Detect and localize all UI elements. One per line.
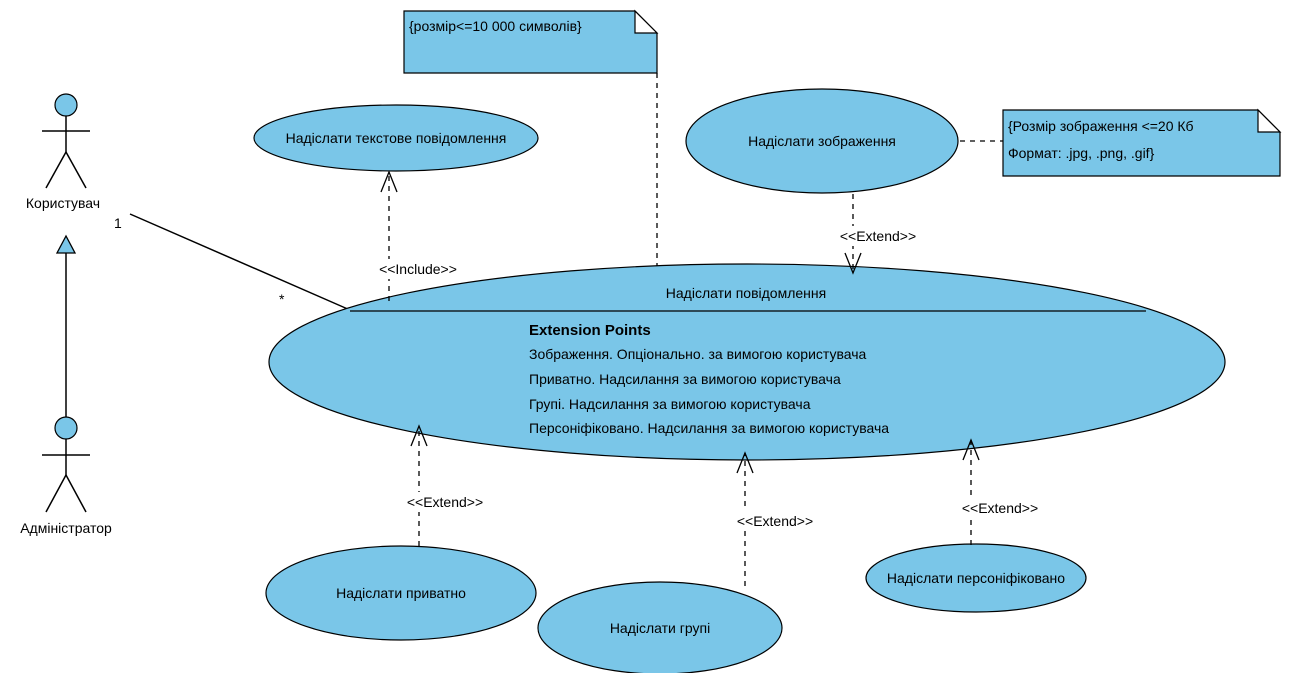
extension-point-private: Приватно. Надсилання за вимогою користув…: [529, 371, 841, 387]
usecase-send-message-shape: [268, 263, 1226, 461]
usecase-send-message-label: Надіслати повідомлення: [666, 285, 826, 301]
usecase-send-message[interactable]: Надіслати повідомлення Extension Points …: [268, 263, 1226, 461]
note-image-size-fold: [1257, 108, 1282, 133]
extension-point-image: Зображення. Опціонально. за вимогою кори…: [529, 346, 867, 362]
actor-user-label: Користувач: [26, 195, 100, 211]
usecase-send-private-shape: [265, 545, 537, 641]
actor-user-head: [54, 93, 78, 117]
extend-private-label-bg: [400, 492, 490, 512]
usecase-send-group-shape: [537, 581, 783, 673]
association-mult-usecase: *: [279, 291, 285, 307]
extend-persona-label: <<Extend>>: [962, 500, 1038, 516]
actor-admin[interactable]: Адміністратор: [20, 416, 112, 536]
generalization-triangle: [55, 234, 77, 254]
actor-admin-left-leg: [45, 474, 67, 513]
extension-point-persona: Персоніфіковано. Надсилання за вимогою к…: [529, 420, 889, 436]
note-image-size-line2: Формат: .jpg, .png, .gif}: [1008, 145, 1155, 161]
association-mult-actor: 1: [114, 215, 122, 231]
actor-admin-right-leg: [65, 474, 87, 513]
extend-image-arrowhead: [844, 252, 862, 275]
include-relation: <<Include>>: [372, 170, 464, 301]
usecase-send-persona-shape: [865, 543, 1087, 613]
extend-private-label: <<Extend>>: [407, 494, 483, 510]
usecase-send-persona-label: Надіслати персоніфіковано: [887, 570, 1065, 586]
extend-private-arrowhead: [410, 424, 428, 447]
extend-image-label-bg: [834, 226, 922, 246]
extend-persona-arrowhead: [962, 438, 980, 461]
actor-user-left-leg: [45, 151, 67, 189]
usecase-send-private-label: Надіслати приватно: [336, 585, 466, 601]
usecase-send-image-label: Надіслати зображення: [748, 133, 896, 149]
note-text-size-fold: [634, 9, 659, 34]
actor-admin-label: Адміністратор: [20, 520, 112, 536]
usecase-send-private[interactable]: Надіслати приватно: [265, 545, 537, 641]
extend-persona-relation: <<Extend>>: [956, 438, 1046, 545]
note-text-size[interactable]: {розмір<=10 000 символів}: [403, 9, 659, 74]
extension-points-heading: Extension Points: [529, 322, 651, 339]
actor-user[interactable]: Користувач: [26, 93, 100, 211]
actor-user-right-leg: [65, 151, 87, 189]
note-image-size-line1: {Розмір зображення <=20 Кб: [1008, 118, 1194, 134]
usecase-send-text-shape: [253, 104, 539, 172]
extend-group-arrowhead: [736, 451, 754, 474]
extend-persona-label-bg: [956, 498, 1046, 518]
extension-point-group: Групі. Надсилання за вимогою користувача: [529, 396, 811, 412]
include-label-bg: [372, 259, 464, 279]
include-arrowhead: [380, 170, 398, 193]
extend-group-label-bg: [730, 511, 822, 531]
extend-private-relation: <<Extend>>: [400, 424, 490, 546]
usecase-send-text[interactable]: Надіслати текстове повідомлення: [253, 104, 539, 172]
extend-group-relation: <<Extend>>: [730, 451, 822, 586]
note-image-size[interactable]: {Розмір зображення <=20 Кб Формат: .jpg,…: [1002, 108, 1282, 177]
usecase-send-image[interactable]: Надіслати зображення: [685, 88, 959, 194]
association-line: [129, 213, 351, 311]
extend-image-relation: <<Extend>>: [834, 194, 922, 275]
usecase-send-image-shape: [685, 88, 959, 194]
include-label: <<Include>>: [379, 261, 457, 277]
extend-group-label: <<Extend>>: [737, 513, 813, 529]
usecase-send-group[interactable]: Надіслати групі: [537, 581, 783, 673]
association-user-send-message: 1 *: [114, 213, 351, 311]
usecase-send-text-label: Надіслати текстове повідомлення: [286, 130, 507, 146]
actor-admin-head: [54, 416, 78, 440]
note-text-size-label: {розмір<=10 000 символів}: [409, 18, 582, 34]
note-text-size-body: [403, 10, 658, 74]
usecase-send-persona[interactable]: Надіслати персоніфіковано: [865, 543, 1087, 613]
generalization-admin-user: [55, 234, 77, 417]
extend-image-label: <<Extend>>: [840, 228, 916, 244]
usecase-send-group-label: Надіслати групі: [610, 620, 710, 636]
note-image-size-body: [1002, 109, 1281, 177]
